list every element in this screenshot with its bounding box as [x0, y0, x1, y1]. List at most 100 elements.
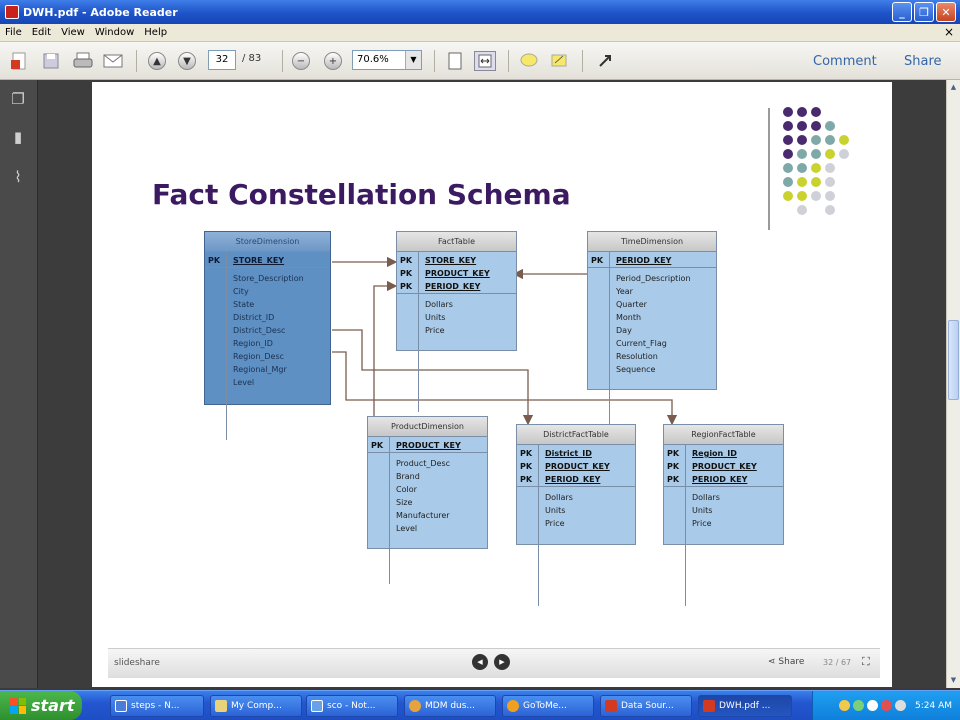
- attribute-field: Color: [396, 483, 450, 496]
- attribute-field: State: [233, 298, 304, 311]
- attribute-field: Resolution: [616, 350, 691, 363]
- attribute-field: Dollars: [425, 298, 453, 311]
- notepad-icon: [311, 700, 323, 712]
- gotomeeting-icon: [507, 700, 519, 712]
- key-field: PERIOD_KEY: [616, 254, 671, 267]
- table-header: StoreDimension: [205, 232, 330, 252]
- attribute-field: Region_ID: [233, 337, 304, 350]
- attribute-field: Level: [233, 376, 304, 389]
- slideshare-share-button[interactable]: ⋖ Share: [768, 657, 804, 667]
- attribute-field: Product_Desc: [396, 457, 450, 470]
- table-header: ProductDimension: [368, 417, 487, 437]
- pk-label: PK: [667, 447, 685, 460]
- pk-label: PK: [208, 254, 226, 267]
- taskbar-item[interactable]: MDM dus...: [404, 695, 496, 717]
- pk-label: PK: [400, 254, 418, 267]
- attribute-field: Sequence: [616, 363, 691, 376]
- attribute-field: Month: [616, 311, 691, 324]
- product-to-fact-line: [374, 286, 396, 416]
- firefox-icon: [409, 700, 421, 712]
- slide-prev-icon[interactable]: ◀: [472, 654, 488, 670]
- table-region-fact: RegionFactTable PKPKPKRegion_IDPRODUCT_K…: [663, 424, 784, 545]
- pk-label: PK: [667, 460, 685, 473]
- table-time-dimension: TimeDimension PKPERIOD_KEY Period_Descri…: [587, 231, 717, 390]
- attribute-field: Units: [545, 504, 573, 517]
- key-field: PRODUCT_KEY: [545, 460, 610, 473]
- attribute-field: Size: [396, 496, 450, 509]
- pk-label: PK: [400, 280, 418, 293]
- taskbar-item[interactable]: Data Sour...: [600, 695, 692, 717]
- attribute-field: Manufacturer: [396, 509, 450, 522]
- slide-counter: 32 / 67: [823, 658, 851, 667]
- key-field: STORE_KEY: [233, 254, 284, 267]
- taskbar-item[interactable]: My Comp...: [210, 695, 302, 717]
- clock: 5:24 AM: [915, 701, 952, 711]
- attribute-field: Current_Flag: [616, 337, 691, 350]
- key-field: PERIOD_KEY: [692, 473, 757, 486]
- system-tray: 5:24 AM: [812, 691, 960, 720]
- scroll-down-icon[interactable]: ▼: [948, 674, 959, 686]
- table-district-fact: DistrictFactTable PKPKPKDistrict_IDPRODU…: [516, 424, 636, 545]
- scroll-up-icon[interactable]: ▲: [948, 81, 959, 93]
- table-product-dimension: ProductDimension PK PRODUCT_KEY Product_D…: [367, 416, 488, 549]
- scroll-thumb[interactable]: [948, 320, 959, 400]
- key-field: PERIOD_KEY: [425, 280, 490, 293]
- attribute-field: Units: [425, 311, 453, 324]
- windows-logo-icon: [10, 698, 26, 714]
- attribute-field: Price: [425, 324, 453, 337]
- key-field: PERIOD_KEY: [545, 473, 610, 486]
- attribute-field: Year: [616, 285, 691, 298]
- attribute-field: District_ID: [233, 311, 304, 324]
- tray-icon[interactable]: [839, 700, 850, 711]
- key-field: PRODUCT_KEY: [396, 439, 461, 452]
- slideshare-logo: slideshare: [114, 658, 160, 668]
- pk-label: PK: [400, 267, 418, 280]
- attribute-field: Level: [396, 522, 450, 535]
- taskbar-item[interactable]: sco - Not...: [306, 695, 398, 717]
- tray-icon[interactable]: [867, 700, 878, 711]
- attribute-field: Units: [692, 504, 720, 517]
- taskbar-item[interactable]: steps - N...: [110, 695, 204, 717]
- start-label: start: [31, 696, 75, 715]
- start-button[interactable]: start: [0, 691, 82, 720]
- table-header: TimeDimension: [588, 232, 716, 252]
- key-field: PRODUCT_KEY: [692, 460, 757, 473]
- table-header: RegionFactTable: [664, 425, 783, 445]
- attribute-field: Regional_Mgr: [233, 363, 304, 376]
- attribute-field: Region_Desc: [233, 350, 304, 363]
- tray-icon[interactable]: [853, 700, 864, 711]
- pk-label: PK: [371, 439, 389, 452]
- folder-icon: [215, 700, 227, 712]
- pk-label: PK: [591, 254, 609, 267]
- attribute-field: City: [233, 285, 304, 298]
- attribute-field: District_Desc: [233, 324, 304, 337]
- tray-icon[interactable]: [881, 700, 892, 711]
- attribute-field: Quarter: [616, 298, 691, 311]
- attribute-field: Price: [545, 517, 573, 530]
- taskbar-item[interactable]: GoToMe...: [502, 695, 594, 717]
- pk-label: PK: [520, 473, 538, 486]
- volume-icon[interactable]: [895, 700, 906, 711]
- key-field: District_ID: [545, 447, 610, 460]
- taskbar-item-active[interactable]: DWH.pdf ...: [698, 695, 792, 717]
- fullscreen-icon[interactable]: ⛶: [862, 655, 870, 669]
- attribute-field: Dollars: [692, 491, 720, 504]
- key-field: PRODUCT_KEY: [425, 267, 490, 280]
- key-field: Region_ID: [692, 447, 757, 460]
- table-header: DistrictFactTable: [517, 425, 635, 445]
- table-store-dimension: StoreDimension PK STORE_KEY Store_Descrip…: [204, 231, 331, 405]
- attribute-field: Day: [616, 324, 691, 337]
- pdf-icon: [703, 700, 715, 712]
- slideshare-share-label: Share: [778, 657, 804, 667]
- attribute-field: Brand: [396, 470, 450, 483]
- attribute-field: Price: [692, 517, 720, 530]
- attribute-field: Dollars: [545, 491, 573, 504]
- pk-label: PK: [520, 460, 538, 473]
- table-header: FactTable: [397, 232, 516, 252]
- pdf-icon: [605, 700, 617, 712]
- slide-next-icon[interactable]: ▶: [494, 654, 510, 670]
- vertical-scrollbar[interactable]: ▲ ▼: [946, 80, 960, 688]
- pk-label: PK: [667, 473, 685, 486]
- attribute-field: Store_Description: [233, 272, 304, 285]
